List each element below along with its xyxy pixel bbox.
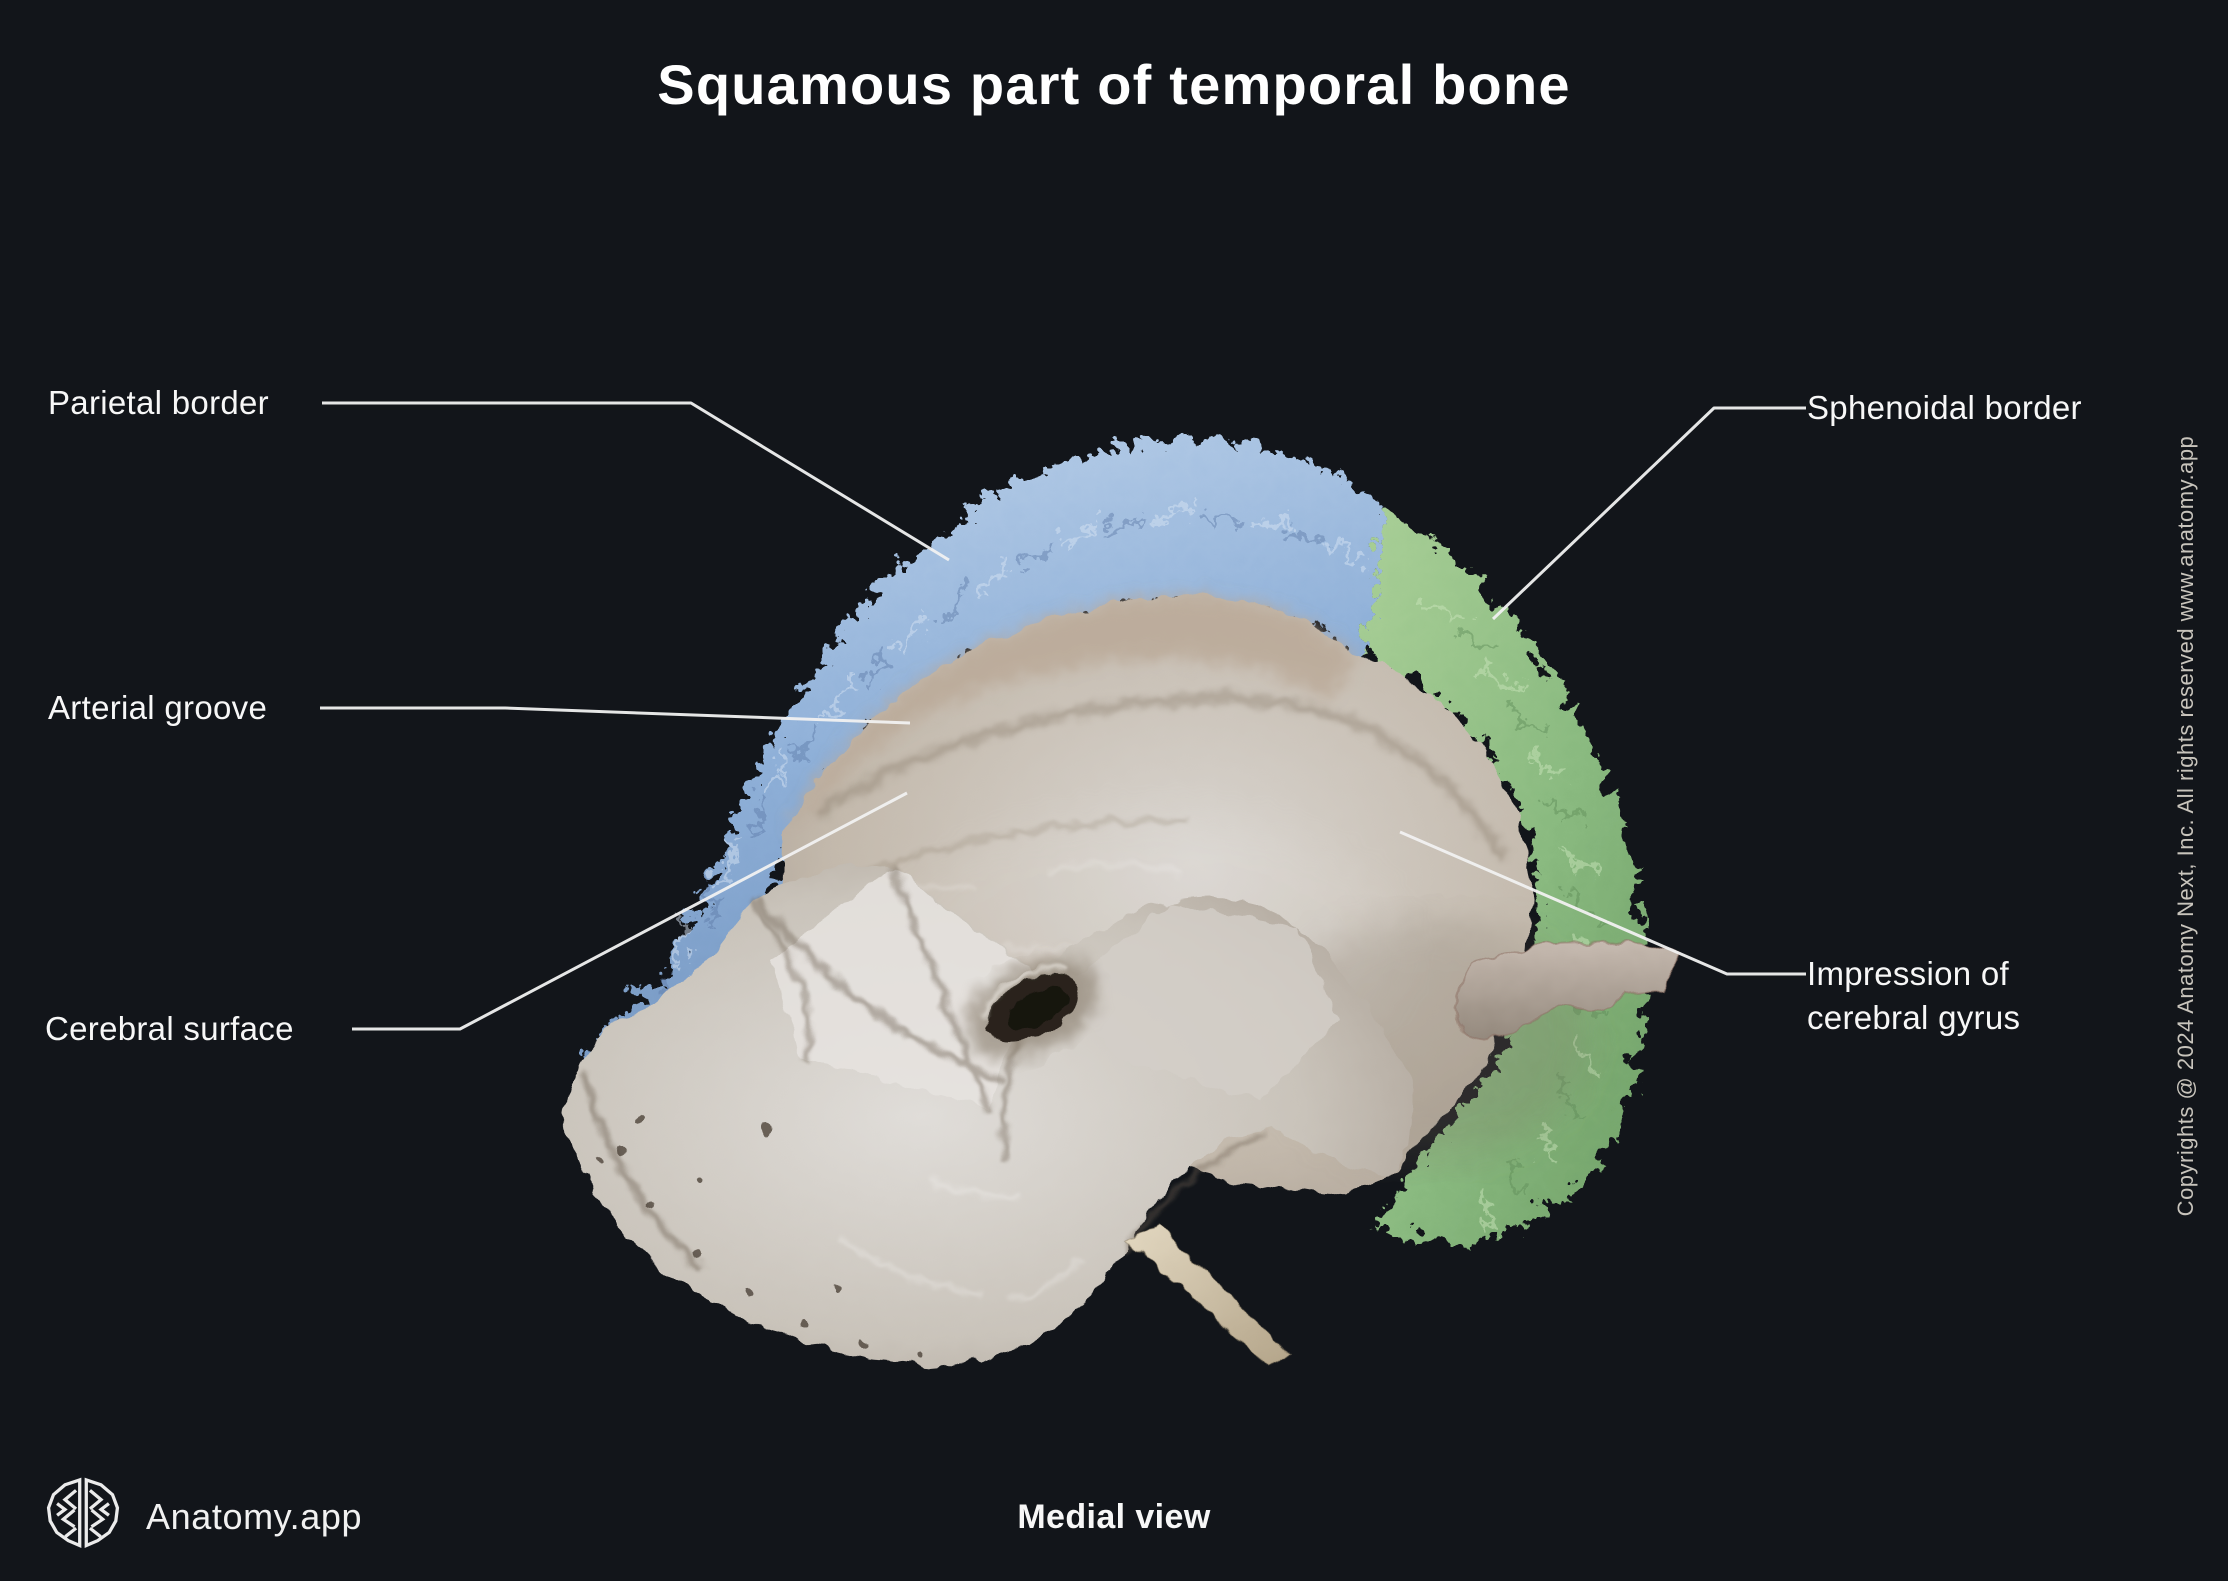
label-impression-line2: cerebral gyrus (1807, 999, 2021, 1036)
leader-arterial-groove (320, 706, 911, 725)
leader-sphenoidal-border (1491, 406, 1806, 621)
label-impression-of-cerebral-gyrus: Impression of cerebral gyrus (1807, 952, 2020, 1040)
brain-icon (46, 1477, 120, 1549)
label-impression-line1: Impression of (1807, 955, 2009, 992)
leader-lines (320, 401, 1806, 1031)
foramen-opening (966, 957, 1098, 1059)
label-cerebral-surface: Cerebral surface (45, 1010, 294, 1047)
page-title: Squamous part of temporal bone (657, 53, 1571, 116)
leader-parietal-border (322, 401, 950, 562)
label-arterial-groove: Arterial groove (48, 689, 268, 726)
bone-pores (597, 1116, 924, 1357)
view-label: Medial view (1017, 1498, 1211, 1536)
arterial-groove-mark (812, 694, 1509, 863)
label-sphenoidal-border: Sphenoidal border (1807, 389, 2082, 426)
leader-cerebral-surface (352, 791, 908, 1031)
petrous-part (562, 864, 1415, 1367)
petrous-apex-wing (1453, 939, 1680, 1043)
brand-name: Anatomy.app (146, 1496, 363, 1537)
label-parietal-border: Parietal border (48, 384, 269, 421)
leader-impression-of-cerebral-gyrus (1399, 830, 1806, 976)
copyright-text: Copyrights @ 2024 Anatomy Next, Inc. All… (2173, 435, 2198, 1217)
styloid-process (1126, 1225, 1292, 1367)
